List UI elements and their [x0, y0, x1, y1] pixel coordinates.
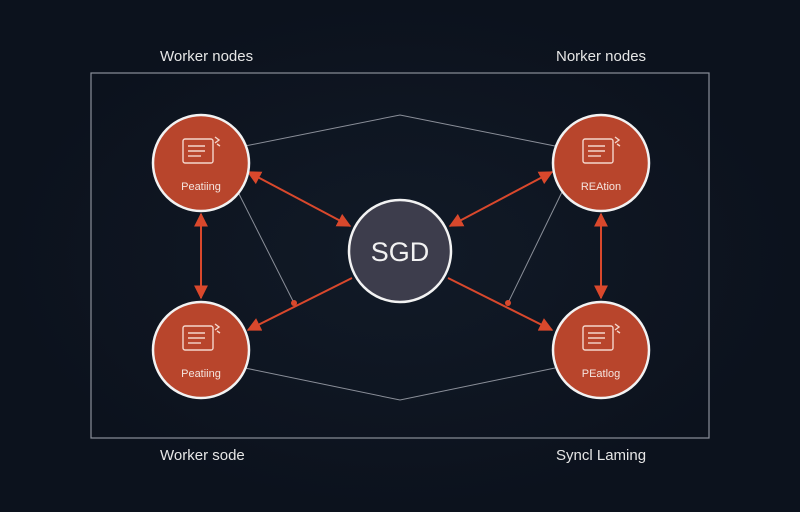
worker-node-label: REAtion: [581, 181, 621, 193]
top-right-caption: Norker nodes: [556, 48, 647, 65]
bottom-right-caption: Syncl Laming: [556, 447, 647, 464]
worker-node-label: PEatlog: [582, 368, 621, 380]
bottom-left-caption: Worker sode: [160, 447, 245, 464]
arrows: [194, 171, 608, 331]
worker-node-top-right: REAtion: [551, 113, 651, 213]
outer-frame: [90, 72, 710, 439]
sgd-node-label: SGD: [371, 237, 430, 267]
worker-node-bottom-right: PEatlog: [551, 300, 651, 400]
arrow-tl-sgd: [246, 171, 352, 227]
worker-node-label: Peatiing: [181, 181, 221, 193]
arrow-sgd-bl: [246, 277, 353, 331]
right-diagonal-line: [507, 191, 563, 304]
top-left-caption: Worker nodes: [160, 48, 254, 65]
bottom-connector-line: [244, 367, 556, 401]
arrow-sgd-br: [447, 277, 554, 331]
junction-dot-right: [505, 300, 511, 306]
document-icon: [182, 136, 221, 164]
document-icon: [182, 323, 221, 351]
sgd-node-circle: [347, 198, 453, 304]
arrow-tr-sgd: [448, 171, 554, 227]
left-diagonal-line: [237, 191, 295, 304]
top-connector-line: [244, 114, 556, 147]
sgd-node: SGD: [347, 198, 453, 304]
worker-node-label: Peatiing: [181, 368, 221, 380]
document-icon: [582, 323, 621, 351]
worker-node-bottom-left: Peatiing: [151, 300, 251, 400]
worker-node-top-left: Peatiing: [151, 113, 251, 213]
document-icon: [582, 136, 621, 164]
junction-dot-left: [291, 300, 297, 306]
